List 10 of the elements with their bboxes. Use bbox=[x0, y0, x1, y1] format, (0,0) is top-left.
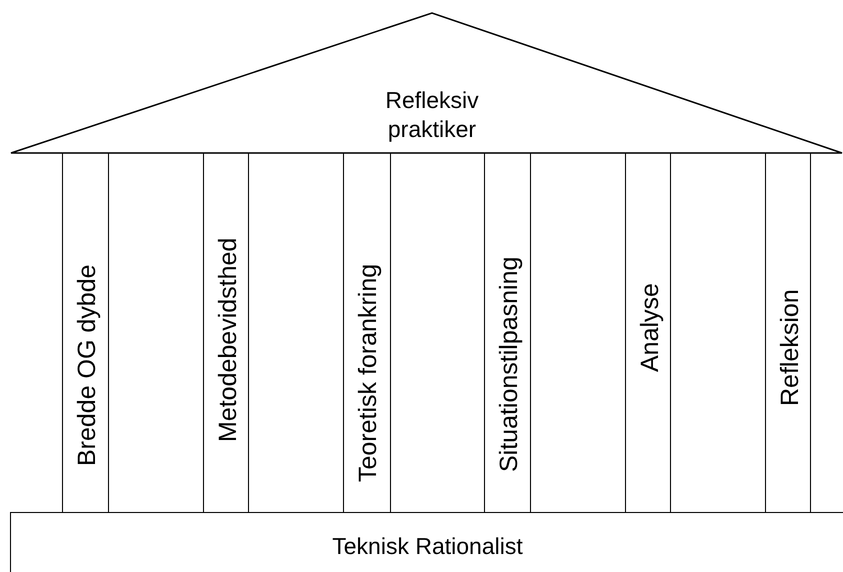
base-label: Teknisk Rationalist bbox=[331, 533, 524, 560]
base-slab bbox=[10, 512, 843, 572]
pillar-label: Analyse bbox=[636, 283, 664, 372]
roof-triangle bbox=[10, 12, 843, 154]
roof-label: Refleksiv praktiker bbox=[384, 86, 480, 144]
pillar-label: Metodebevidsthed bbox=[214, 238, 242, 442]
pillar-label: Teoretisk forankring bbox=[354, 264, 382, 482]
pillar-label: Refleksion bbox=[776, 289, 804, 406]
pillar-label: Bredde OG dybde bbox=[73, 264, 101, 466]
pillar-label: Situationstilpasning bbox=[495, 256, 523, 472]
